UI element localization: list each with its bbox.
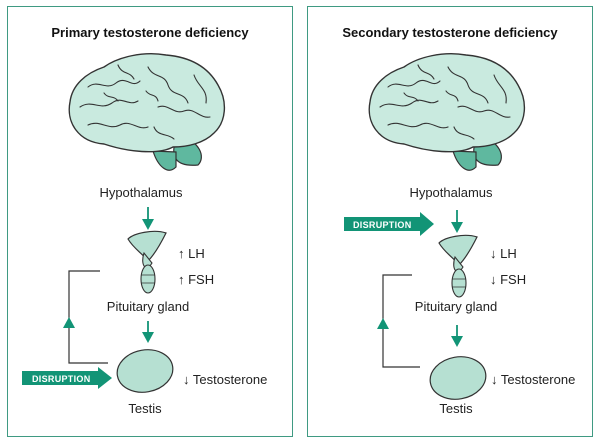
testis-label: Testis — [128, 401, 162, 416]
feedback-loop — [63, 270, 108, 364]
testosterone-label: ↓ Testosterone — [491, 372, 575, 387]
primary-diagram: Hypothalamus ↑ LH ↑ FSH Pituitary gland — [22, 53, 267, 416]
testis-icon — [429, 356, 487, 400]
secondary-deficiency-panel: Secondary testosterone deficiency Hypoth… — [307, 6, 593, 437]
disruption-label: DISRUPTION — [32, 374, 91, 384]
hypothalamus-label: Hypothalamus — [99, 185, 183, 200]
pituitary-gland-icon — [438, 234, 478, 298]
arrow-hypothalamus-to-pituitary — [142, 207, 154, 230]
pituitary-label: Pituitary gland — [415, 299, 497, 314]
arrow-pituitary-to-testis — [142, 321, 154, 343]
testosterone-label: ↓ Testosterone — [183, 372, 267, 387]
testis-label: Testis — [439, 401, 473, 416]
pituitary-gland-icon — [127, 230, 167, 294]
arrow-hypothalamus-to-pituitary — [451, 210, 463, 233]
secondary-diagram: Hypothalamus DISRUPTION ↓ LH ↓ FSH Pitui… — [344, 53, 575, 416]
panel-title: Secondary testosterone deficiency — [342, 25, 558, 40]
lh-label: ↓ LH — [490, 246, 517, 261]
hypothalamus-label: Hypothalamus — [409, 185, 493, 200]
brain-icon — [68, 53, 225, 171]
fsh-label: ↓ FSH — [490, 272, 526, 287]
arrow-pituitary-to-testis — [451, 325, 463, 347]
testis-icon — [116, 349, 174, 393]
fsh-label: ↑ FSH — [178, 272, 214, 287]
pituitary-label: Pituitary gland — [107, 299, 189, 314]
feedback-loop — [377, 274, 420, 368]
primary-deficiency-panel: Primary testosterone deficiency Hypothal… — [7, 6, 293, 437]
disruption-arrow: DISRUPTION — [344, 212, 434, 236]
brain-icon — [368, 53, 525, 171]
disruption-label: DISRUPTION — [353, 220, 412, 230]
disruption-arrow: DISRUPTION — [22, 367, 112, 389]
lh-label: ↑ LH — [178, 246, 205, 261]
panel-title: Primary testosterone deficiency — [51, 25, 249, 40]
